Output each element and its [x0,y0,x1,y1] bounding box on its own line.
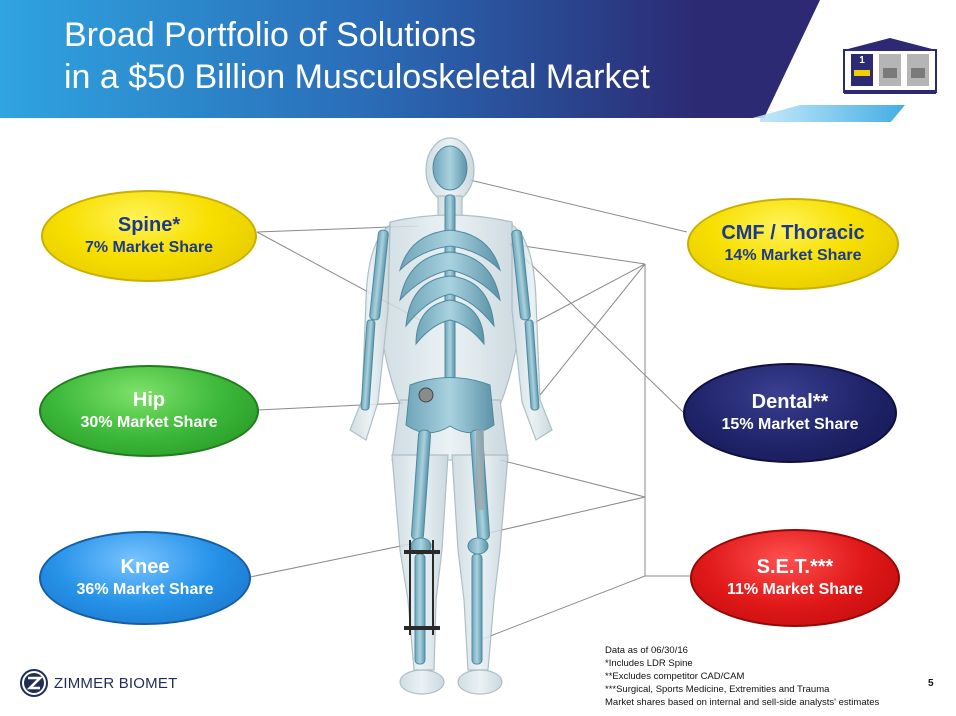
bones [360,145,540,665]
footnote-3: ***Surgical, Sports Medicine, Extremitie… [605,684,830,695]
hip-name: Hip [132,389,166,411]
cmf-connector-4 [539,263,646,396]
section-nav-icon [843,38,937,94]
set-share: 11% Market Share [726,581,864,598]
hip-implant [418,387,434,403]
dental-connector [509,243,684,413]
cmf-share: 14% Market Share [724,247,862,264]
hip-connector [257,402,405,411]
knee-share: 36% Market Share [76,581,214,598]
hip-segment: Hip 30% Market Share [39,365,259,457]
knee-name: Knee [120,556,170,578]
nav-section-number: 1 [859,55,865,66]
cmf-connector-2 [509,243,646,265]
header-banner: Broad Portfolio of Solutions in a $50 Bi… [0,0,956,122]
dental-segment: Dental** 15% Market Share [683,363,897,463]
set-connector-2 [479,496,646,536]
skeleton-figure [349,137,553,695]
set-name: S.E.T.*** [756,556,834,578]
logo-text: ZIMMER BIOMET [54,674,178,692]
footnote-2: **Excludes competitor CAD/CAM [605,671,745,682]
zimmer-biomet-logo: ZIMMER BIOMET [20,668,177,698]
set-connector-1 [499,459,646,498]
spine-share: 7% Market Share [84,239,214,256]
footnote-4: Market shares based on internal and sell… [605,697,880,708]
knee-segment: Knee 36% Market Share [39,531,251,625]
cmf-connector-1 [469,179,688,233]
cmf-connector-3 [529,263,646,326]
femur-rod [476,430,484,510]
dental-share: 15% Market Share [721,416,859,433]
cmf-name: CMF / Thoracic [721,222,865,244]
footnote-date: Data as of 06/30/16 [605,645,688,656]
title-line-2: in a $50 Billion Musculoskeletal Market [64,58,650,96]
hip-share: 30% Market Share [80,414,218,431]
header-background [0,0,905,122]
title-line-1: Broad Portfolio of Solutions [64,16,477,54]
spine-name: Spine* [117,214,181,236]
set-connector-3 [479,575,646,641]
footnote-1: *Includes LDR Spine [605,658,693,669]
spine-segment: Spine* 7% Market Share [41,190,257,282]
zimmer-biomet-logo-icon [20,669,48,697]
page-title: Broad Portfolio of Solutions in a $50 Bi… [64,14,650,98]
external-fixator [404,540,440,635]
dental-name: Dental** [751,391,829,413]
cmf-thoracic-segment: CMF / Thoracic 14% Market Share [687,198,899,290]
footnotes: Data as of 06/30/16 *Includes LDR Spine … [605,644,879,709]
page-number: 5 [928,678,934,689]
set-segment: S.E.T.*** 11% Market Share [690,529,900,627]
